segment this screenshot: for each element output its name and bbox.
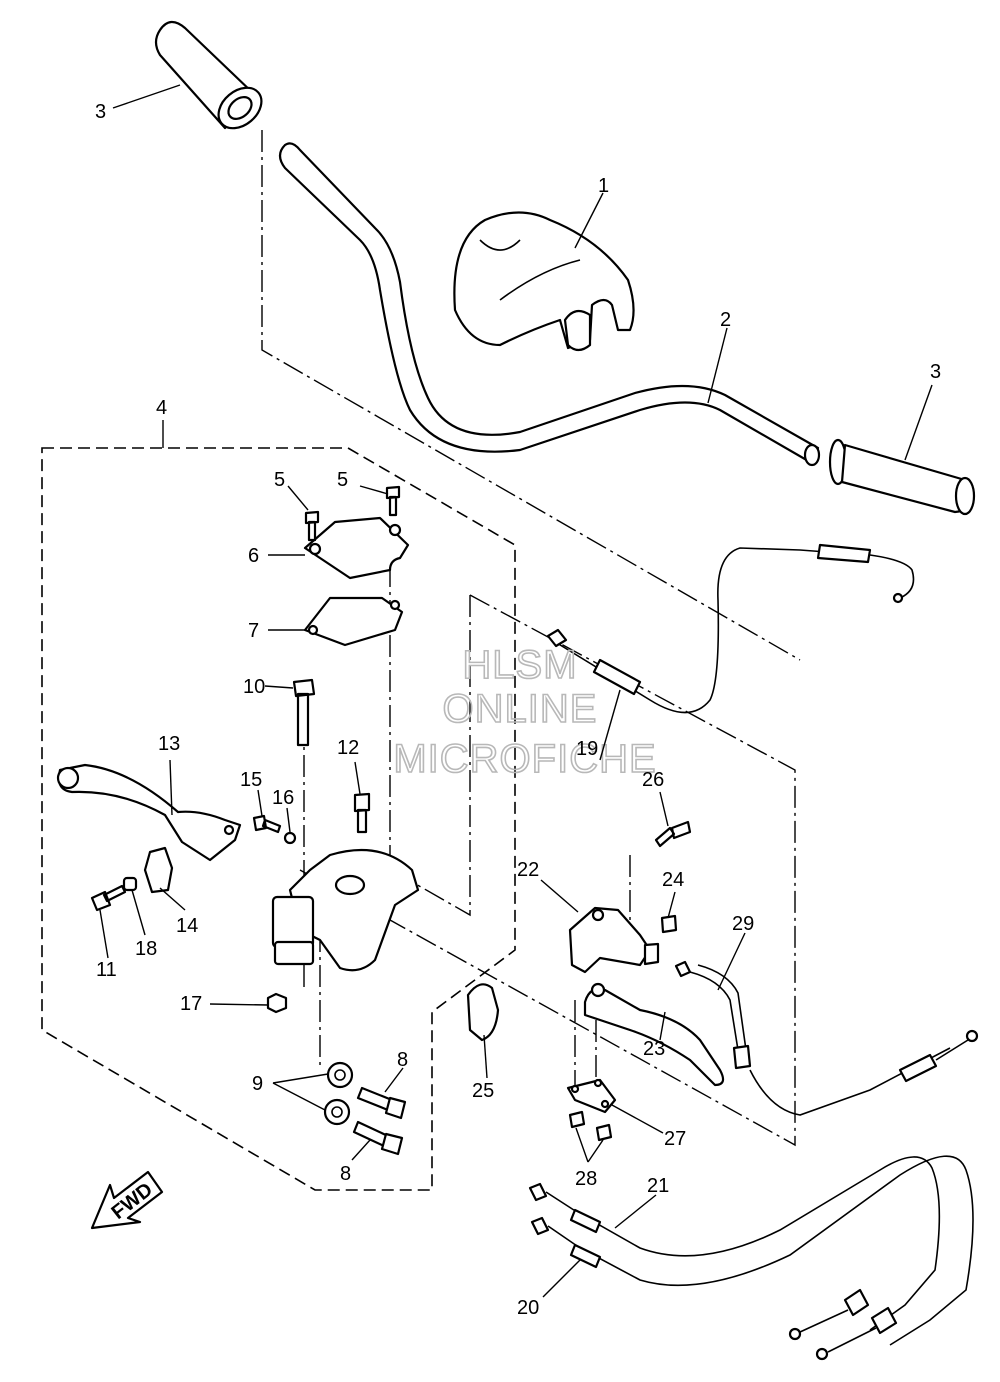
bolt-11 <box>90 884 127 912</box>
callout-3-right: 3 <box>930 361 941 383</box>
watermark-line-1: HLSM <box>462 643 577 687</box>
callout-5-right: 5 <box>337 469 348 491</box>
callout-29: 29 <box>732 913 754 935</box>
callout-3-left: 3 <box>95 101 106 123</box>
watermark: HLSM ONLINE MICROFICHE <box>393 642 657 782</box>
callout-9: 9 <box>252 1073 263 1095</box>
master-cylinder-left <box>271 848 420 972</box>
callout-14: 14 <box>176 915 198 937</box>
leader-lines <box>99 84 933 1298</box>
screw-5b <box>385 485 401 517</box>
forward-direction-arrow: FWD <box>90 1170 164 1230</box>
lower-bracket <box>303 596 404 647</box>
nut-17 <box>266 992 288 1014</box>
assembly-4-boundary <box>41 447 516 1191</box>
callout-5-left: 5 <box>274 469 285 491</box>
callout-16: 16 <box>272 787 294 809</box>
washer-9a <box>326 1061 354 1089</box>
callout-17: 17 <box>180 993 202 1015</box>
brake-hose-29 <box>674 960 752 1070</box>
screw-28a <box>568 1110 586 1129</box>
cable-19 <box>546 543 915 714</box>
watermark-line-3: MICROFICHE <box>393 737 656 781</box>
brake-lever-23 <box>583 982 725 1087</box>
screw-28b <box>595 1123 613 1142</box>
clutch-lever <box>56 763 242 862</box>
screw-12 <box>353 792 371 834</box>
callout-7: 7 <box>248 620 259 642</box>
callout-1: 1 <box>598 175 609 197</box>
callout-12: 12 <box>337 737 359 759</box>
callout-21: 21 <box>647 1175 669 1197</box>
washer-16 <box>283 831 297 845</box>
screw-15 <box>252 814 282 834</box>
callout-10: 10 <box>243 676 265 698</box>
grip-right <box>828 438 976 516</box>
holder-14 <box>143 846 174 894</box>
callout-24: 24 <box>662 869 684 891</box>
callout-25: 25 <box>472 1080 494 1102</box>
screw-5a <box>304 510 320 542</box>
spacer-18 <box>122 876 138 892</box>
callout-22: 22 <box>517 859 539 881</box>
callout-18: 18 <box>135 938 157 960</box>
bolt-8b <box>352 1120 404 1156</box>
watermark-line-2: ONLINE <box>443 687 598 731</box>
bolt-8a <box>356 1086 407 1120</box>
screw-24 <box>660 914 678 934</box>
upper-bracket <box>303 516 410 580</box>
callout-2: 2 <box>720 309 731 331</box>
callout-15: 15 <box>240 769 262 791</box>
callout-20: 20 <box>517 1297 539 1319</box>
callout-26: 26 <box>642 769 664 791</box>
grip-left <box>154 20 263 130</box>
callout-8-lower: 8 <box>340 1163 351 1185</box>
callout-28: 28 <box>575 1168 597 1190</box>
callout-19: 19 <box>576 738 598 760</box>
clamp-25 <box>466 983 500 1042</box>
callout-8-upper: 8 <box>397 1049 408 1071</box>
cable-20 <box>530 1155 974 1346</box>
plate-27 <box>566 1078 617 1114</box>
cable-ends-lower-right <box>788 1288 898 1361</box>
callout-4: 4 <box>156 397 167 419</box>
cable-end-right <box>749 1029 979 1116</box>
callout-13: 13 <box>158 733 180 755</box>
handlebar <box>278 142 821 467</box>
callout-23: 23 <box>643 1038 665 1060</box>
cable-21 <box>528 1156 941 1331</box>
callout-11: 11 <box>96 959 117 981</box>
callout-labels: 3 1 2 3 4 5 5 6 7 10 13 12 15 16 14 18 1… <box>95 101 941 1319</box>
lever-holder-22 <box>568 906 660 974</box>
bolt-26 <box>654 820 692 848</box>
washer-9b <box>323 1098 351 1126</box>
handlebar-pad <box>453 211 635 352</box>
callout-27: 27 <box>664 1128 686 1150</box>
bolt-10 <box>292 678 316 747</box>
callout-6: 6 <box>248 545 259 567</box>
